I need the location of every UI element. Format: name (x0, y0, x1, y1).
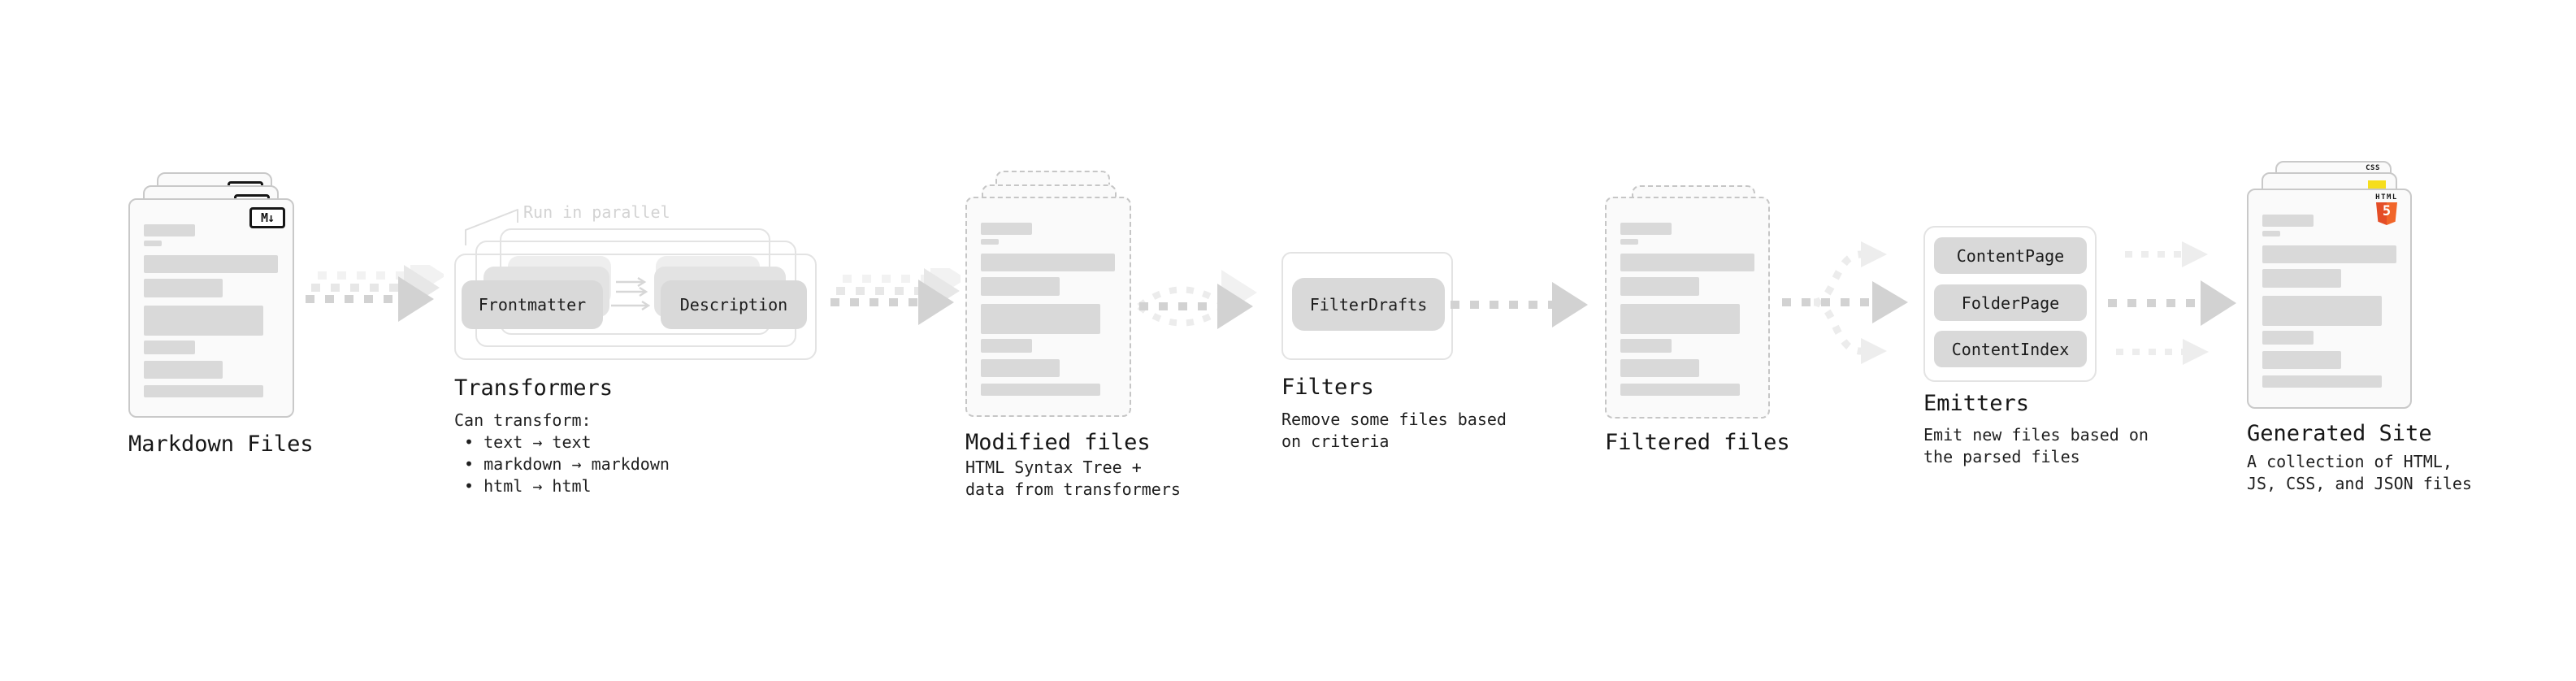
placeholder-bar (144, 224, 195, 236)
transformers-title: Transformers (454, 375, 614, 401)
placeholder-bar (1620, 339, 1672, 353)
emitter-box-contentpage: ContentPage (1934, 237, 2087, 274)
placeholder-bar (144, 340, 195, 354)
placeholder-bar (981, 339, 1032, 353)
fork-arrow-filtered-to-emitters-icon (1782, 241, 1908, 364)
placeholder-bar (1620, 223, 1672, 235)
placeholder-bar (981, 277, 1060, 296)
placeholder-bar (1620, 304, 1740, 334)
html5-number: 5 (2382, 203, 2392, 219)
markdown-icon: M↓ (249, 207, 285, 228)
css-icon-label: CSS (2366, 164, 2380, 172)
modified-files-description: HTML Syntax Tree + data from transformer… (965, 458, 1181, 499)
placeholder-bar (981, 254, 1115, 271)
file-card-front (965, 197, 1131, 417)
node-filtered-files (1605, 174, 1800, 434)
html5-icon-label: HTML (2375, 193, 2398, 202)
run-in-parallel-label: Run in parallel (523, 202, 670, 222)
file-card-front: HTML 5 (2247, 189, 2412, 409)
placeholder-bar (2262, 245, 2396, 263)
file-card-front: M↓ (128, 198, 294, 418)
placeholder-bar (2262, 375, 2382, 388)
flow-arrow-markdown-to-transformers-icon (306, 265, 444, 322)
placeholder-bar (2262, 231, 2280, 236)
placeholder-bar (1620, 277, 1699, 296)
node-markdown-files: M↓ M↓ M↓ (128, 161, 323, 429)
modified-files-title: Modified files (965, 430, 1151, 455)
flow-arrow-transformers-to-modified-icon (830, 268, 961, 325)
transformer-box-frontmatter: Frontmatter (462, 280, 603, 329)
placeholder-bar (981, 359, 1060, 377)
placeholder-bar (981, 304, 1100, 334)
emitters-container (1923, 226, 2097, 382)
emitter-box-folderpage: FolderPage (1934, 284, 2087, 321)
markdown-files-title: Markdown Files (128, 432, 314, 457)
node-emitters: ContentPage FolderPage ContentIndex (1923, 226, 2097, 382)
node-modified-files (965, 159, 1160, 427)
transformer-box-description: Description (661, 280, 807, 329)
placeholder-bar (144, 385, 263, 397)
placeholder-bar (981, 223, 1032, 235)
placeholder-bar (1620, 359, 1699, 377)
filtered-files-title: Filtered files (1605, 430, 1790, 455)
flow-arrow-modified-to-filters-icon (1137, 270, 1257, 329)
node-transformers: Frontmatter Description (454, 228, 822, 362)
placeholder-bar (2262, 215, 2314, 227)
run-in-parallel-callout-line (465, 209, 518, 245)
placeholder-bar (144, 241, 162, 246)
generated-site-title: Generated Site (2247, 421, 2432, 446)
node-generated-site: CSS HTML 5 (2247, 150, 2442, 422)
placeholder-bar (1620, 384, 1740, 396)
placeholder-bar (2262, 269, 2341, 288)
emitters-description: Emit new files based on the parsed files (1923, 425, 2149, 466)
node-filters: FilterDrafts (1281, 252, 1453, 360)
placeholder-bar (2262, 296, 2382, 326)
placeholder-bar (1620, 254, 1754, 271)
flow-arrow-filters-to-filtered-icon (1451, 282, 1588, 327)
emitter-box-contentindex: ContentIndex (1934, 331, 2087, 367)
transformer-container-front (454, 254, 817, 360)
generated-site-description: A collection of HTML, JS, CSS, and JSON … (2247, 452, 2472, 493)
file-card-front (1605, 197, 1770, 419)
placeholder-bar (2262, 331, 2314, 345)
merge-arrows-emitters-to-site-icon (2108, 241, 2236, 365)
placeholder-bar (144, 255, 278, 273)
placeholder-bar (144, 279, 223, 297)
html5-shield: 5 (2376, 202, 2397, 225)
parallel-arrows-icon (611, 277, 651, 311)
html5-icon: HTML 5 (2370, 194, 2404, 225)
transformers-description: Can transform: • text → text • markdown … (454, 410, 670, 496)
placeholder-bar (981, 384, 1100, 396)
placeholder-bar (981, 239, 999, 245)
placeholder-bar (2262, 351, 2341, 369)
placeholder-bar (1620, 239, 1638, 245)
emitters-title: Emitters (1923, 391, 2030, 416)
placeholder-bar (144, 361, 223, 379)
filters-description: Remove some files based on criteria (1281, 410, 1507, 451)
placeholder-bar (144, 306, 263, 336)
filter-box-filterdrafts: FilterDrafts (1292, 278, 1445, 331)
filters-title: Filters (1281, 375, 1374, 400)
